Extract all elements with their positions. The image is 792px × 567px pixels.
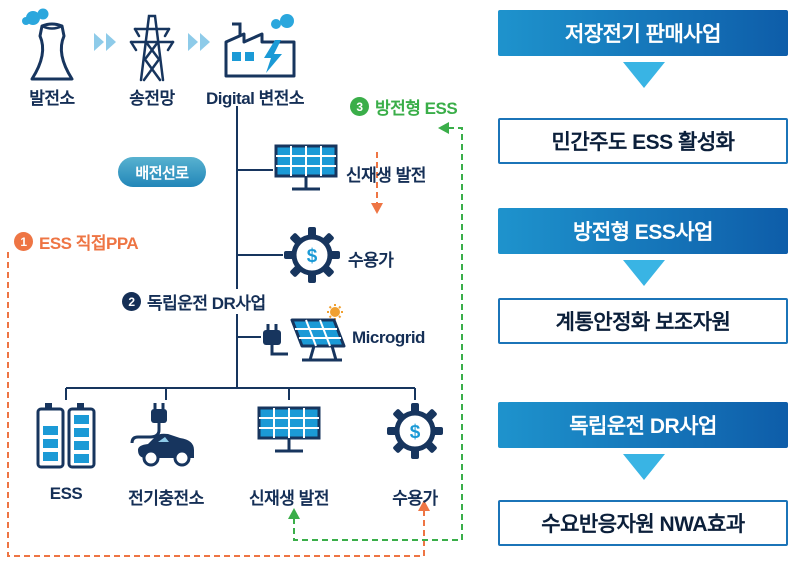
ev-charging-icon xyxy=(124,400,208,470)
annotation-ppa-text: ESS 직접PPA xyxy=(39,234,139,253)
power-plant-label: 발전소 xyxy=(29,89,75,108)
annotation-discharge-text: 방전형 ESS xyxy=(375,99,458,118)
panel-result-private-ess: 민간주도 ESS 활성화 xyxy=(498,118,788,164)
number-badge-2: 2 xyxy=(122,292,141,311)
annotation-discharge-ess: 3 방전형 ESS xyxy=(350,94,458,119)
down-arrow-icon xyxy=(623,260,665,286)
down-arrow-icon xyxy=(623,62,665,88)
ess-label: ESS xyxy=(49,484,83,503)
renewable-bottom-label: 신재생 발전 xyxy=(249,489,329,508)
panel-result-grid-stabilization: 계통안정화 보조자원 xyxy=(498,298,788,344)
annotation-dr-business: 2 독립운전 DR사업 xyxy=(118,289,270,314)
renewable-top-label: 신재생 발전 xyxy=(346,166,426,185)
down-arrow-icon xyxy=(623,454,665,480)
panel-header-dr-business: 독립운전 DR사업 xyxy=(498,402,788,448)
number-badge-3: 3 xyxy=(350,97,369,116)
annotation-dr-text: 독립운전 DR사업 xyxy=(147,294,266,313)
digital-substation-icon xyxy=(218,10,302,80)
panel-header-discharge-ess: 방전형 ESS사업 xyxy=(498,208,788,254)
annotation-ess-ppa: 1 ESS 직접PPA xyxy=(14,229,139,254)
consumer-gear-icon: $ xyxy=(283,226,341,284)
number-badge-1: 1 xyxy=(14,232,33,251)
ev-station-label: 전기충전소 xyxy=(128,489,204,508)
microgrid-label: Microgrid xyxy=(352,328,425,347)
ess-battery-icon xyxy=(34,400,98,470)
panel-result-nwa-effect: 수요반응자원 NWA효과 xyxy=(498,500,788,546)
power-plant-icon xyxy=(20,6,84,82)
consumer-bottom-label: 수용가 xyxy=(392,489,438,508)
chevron-right-icon xyxy=(186,30,212,54)
digital-substation-label: Digital 변전소 xyxy=(205,89,305,108)
consumer-gear-icon: $ xyxy=(386,402,444,460)
solar-panel-icon xyxy=(273,142,339,198)
solar-panel-icon xyxy=(256,404,322,460)
microgrid-icon xyxy=(258,302,346,368)
chevron-right-icon xyxy=(92,30,118,54)
consumer-mid-label: 수용가 xyxy=(348,251,394,270)
panel-header-storage-sales: 저장전기 판매사업 xyxy=(498,10,788,56)
dollar-symbol: $ xyxy=(307,246,318,267)
transmission-grid-label: 송전망 xyxy=(129,89,175,108)
transmission-tower-icon xyxy=(126,8,178,82)
distribution-line-pill: 배전선로 xyxy=(118,157,206,187)
dollar-symbol: $ xyxy=(410,422,421,443)
